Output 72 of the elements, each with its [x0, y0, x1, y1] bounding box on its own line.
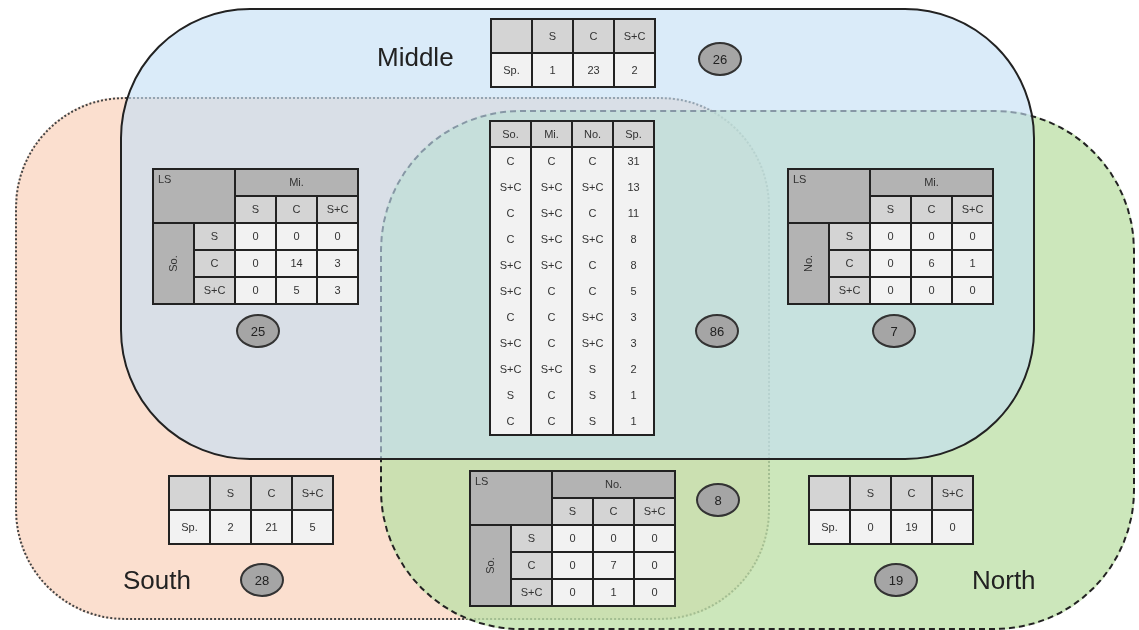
table-cell: C [572, 278, 613, 304]
table-cell: So. [153, 223, 194, 304]
table-cell: So. [490, 121, 531, 147]
table-cell: S+C [531, 174, 572, 200]
table-cell: 3 [613, 330, 654, 356]
table-cell: Mi. [531, 121, 572, 147]
region-title: South [123, 565, 191, 596]
table-cell: C [490, 200, 531, 226]
table-cell: S+C [292, 476, 333, 510]
table-cell: S+C [490, 356, 531, 382]
table-cell: Sp. [169, 510, 210, 544]
count-bubble: 28 [240, 563, 284, 597]
table-cell: C [531, 330, 572, 356]
table-cell: 11 [613, 200, 654, 226]
table-cell: No. [572, 121, 613, 147]
table-cell: C [531, 408, 572, 435]
table-cell: Sp. [809, 510, 850, 544]
table-cell: C [572, 200, 613, 226]
table-cell: S+C [490, 278, 531, 304]
table-cell: C [490, 226, 531, 252]
table-cell: C [490, 304, 531, 330]
table-cell: S+C [932, 476, 973, 510]
table-cell: S [210, 476, 251, 510]
table-cell: S+C [531, 252, 572, 278]
table-cell: C [251, 476, 292, 510]
table-cell: S [850, 476, 891, 510]
table-cell: 1 [613, 408, 654, 435]
table-cell: C [891, 476, 932, 510]
table-cell: C [572, 252, 613, 278]
table-cell: S [572, 408, 613, 435]
table-cell: So. [470, 525, 511, 606]
table-cell: S+C [531, 226, 572, 252]
table-cell: S [572, 356, 613, 382]
table-cell: S+C [490, 252, 531, 278]
table-cell: S [490, 382, 531, 408]
table-cell: 8 [613, 252, 654, 278]
table-cell: S+C [572, 226, 613, 252]
count-bubble: 26 [698, 42, 742, 76]
table-cell: C [573, 19, 614, 53]
region-title: North [972, 565, 1036, 596]
table-cell: 5 [613, 278, 654, 304]
table-cell: S+C [531, 356, 572, 382]
table-cell: No. [788, 223, 829, 304]
table-cell: Mi. [870, 169, 994, 196]
table-cell: C [490, 408, 531, 435]
table-cell: S+C [614, 19, 655, 53]
table-cell: LS [470, 471, 552, 525]
table-cell: S+C [572, 174, 613, 200]
table-cell: 1 [613, 382, 654, 408]
table-cell: S [572, 382, 613, 408]
table-cell: C [531, 304, 572, 330]
table-cell: Sp. [491, 53, 532, 87]
table-cell: S+C [572, 330, 613, 356]
table-cell: 3 [613, 304, 654, 330]
table-cell: 13 [613, 174, 654, 200]
table-cell: 8 [613, 226, 654, 252]
region-title: Middle [377, 42, 454, 73]
table-cell: C [531, 278, 572, 304]
table-cell: S+C [531, 200, 572, 226]
table-cell: LS [788, 169, 870, 223]
table-cell: C [490, 147, 531, 174]
table-cell: C [531, 382, 572, 408]
table-cell: S+C [490, 174, 531, 200]
table-cell: S [532, 19, 573, 53]
table-cell: 2 [613, 356, 654, 382]
table-cell: Sp. [613, 121, 654, 147]
table-cell: LS [153, 169, 235, 223]
table-cell: S+C [572, 304, 613, 330]
count-bubble: 19 [874, 563, 918, 597]
table-cell: No. [552, 471, 675, 498]
table-cell: Mi. [235, 169, 359, 196]
table-cell: S+C [490, 330, 531, 356]
